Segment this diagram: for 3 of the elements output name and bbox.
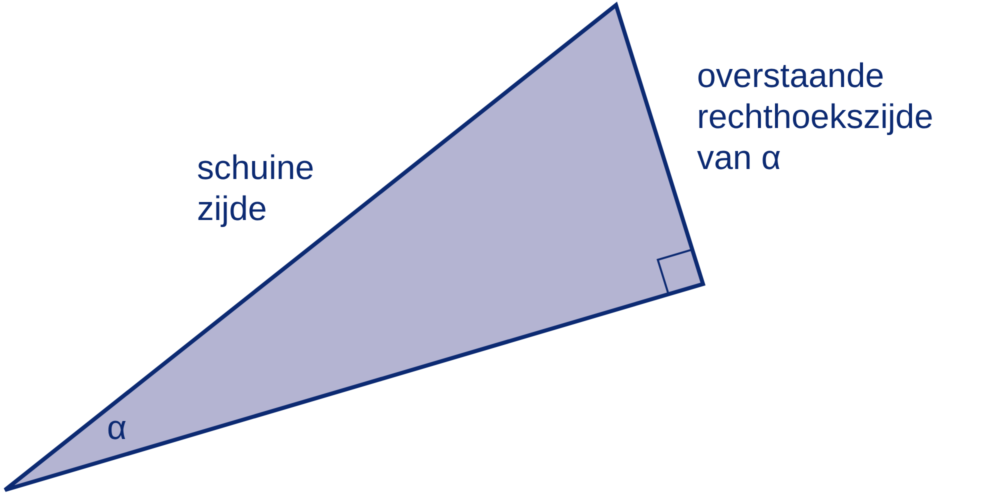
angle-label: α	[107, 408, 128, 449]
side-label: overstaande rechthoekszijde van α	[697, 56, 934, 179]
side-label: schuine zijde	[197, 148, 316, 230]
